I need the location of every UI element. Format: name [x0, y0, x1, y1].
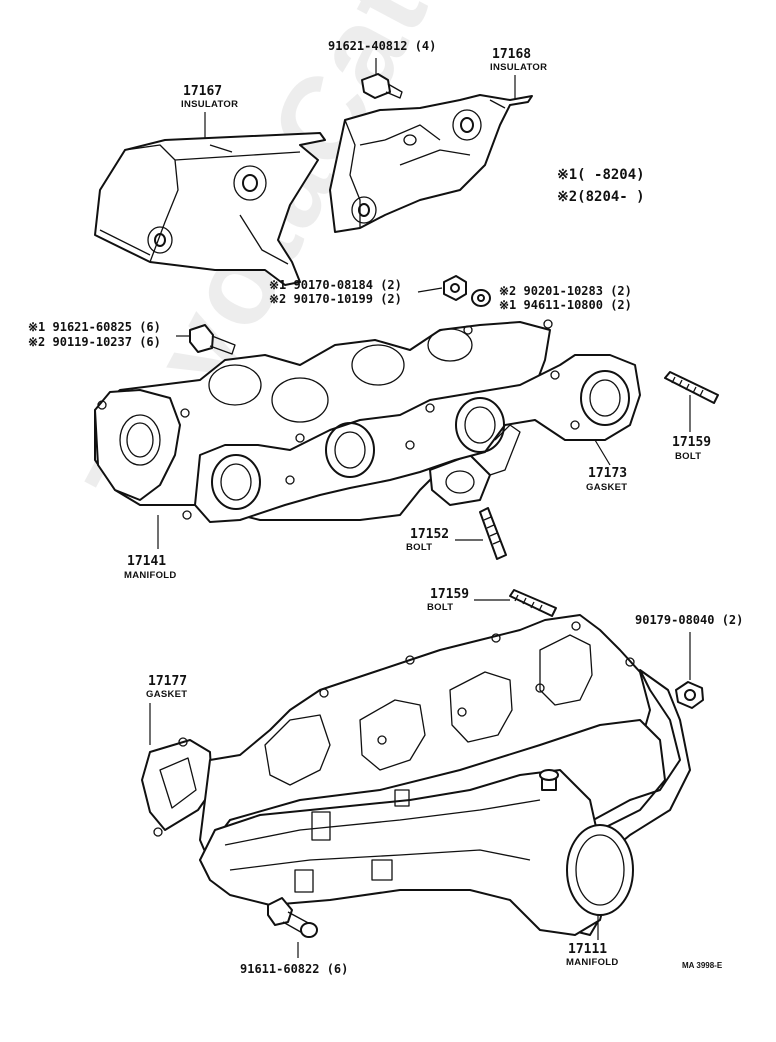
manifold-intake-number: 17111 [568, 942, 608, 957]
stud-bolt-right-drawing [664, 371, 719, 432]
intake-nut-label: 90179-08040 (2) [635, 613, 744, 627]
manifold-exhaust-name: MANIFOLD [124, 570, 177, 581]
gasket-intake-number: 17177 [148, 674, 188, 689]
manifold-bolt-2-label: ※2 90119-10237 (6) [28, 335, 161, 349]
diagram-reference: MA 3998-E [682, 961, 723, 970]
bolt-right-name: BOLT [675, 451, 702, 462]
insulator-right-drawing [329, 94, 533, 233]
legend-line-2: ※2(8204- ) [557, 189, 645, 205]
gasket-exhaust-number: 17173 [588, 466, 628, 481]
insulator-bolt-label: 91621-40812 (4) [328, 39, 437, 53]
manifold-intake-name: MANIFOLD [566, 957, 619, 968]
insulator-bolt-drawing [361, 58, 403, 99]
nut-washer-drawing [417, 275, 491, 307]
stud-bolt-intake-drawing [474, 589, 557, 617]
bolt-lower-number: 17152 [410, 527, 450, 542]
nut-2-label: ※2 90170-10199 (2) [269, 292, 402, 306]
manifold-bolt-1-label: ※1 91621-60825 (6) [28, 320, 161, 334]
washer-1-label: ※1 94611-10800 (2) [499, 298, 632, 312]
gasket-intake-name: GASKET [146, 689, 188, 700]
bolt-intake-number: 17159 [430, 587, 470, 602]
exhaust-manifold-drawing [94, 319, 641, 523]
insulator-right-number: 17168 [492, 47, 532, 62]
insulator-left-number: 17167 [183, 84, 223, 99]
insulator-right-name: INSULATOR [490, 62, 548, 73]
bolt-lower-name: BOLT [406, 542, 433, 553]
insulator-left-drawing [94, 132, 326, 286]
bolt-intake-name: BOLT [427, 602, 454, 613]
washer-2-label: ※2 90201-10283 (2) [499, 284, 632, 298]
legend-line-1: ※1( -8204) [557, 167, 645, 183]
gasket-exhaust-name: GASKET [586, 482, 628, 493]
leader-lines [149, 75, 611, 940]
manifold-bolt-drawing [176, 324, 236, 355]
bolt-right-number: 17159 [672, 435, 712, 450]
intake-manifold-drawing [141, 614, 691, 936]
intake-bolt-drawing [267, 897, 318, 958]
stud-bolt-lower-drawing [455, 507, 507, 560]
intake-bolt-label: 91611-60822 (6) [240, 962, 349, 976]
insulator-left-name: INSULATOR [181, 99, 239, 110]
manifold-exhaust-number: 17141 [127, 554, 167, 569]
nut-1-label: ※1 90170-08184 (2) [269, 278, 402, 292]
intake-nut-drawing [675, 632, 704, 709]
